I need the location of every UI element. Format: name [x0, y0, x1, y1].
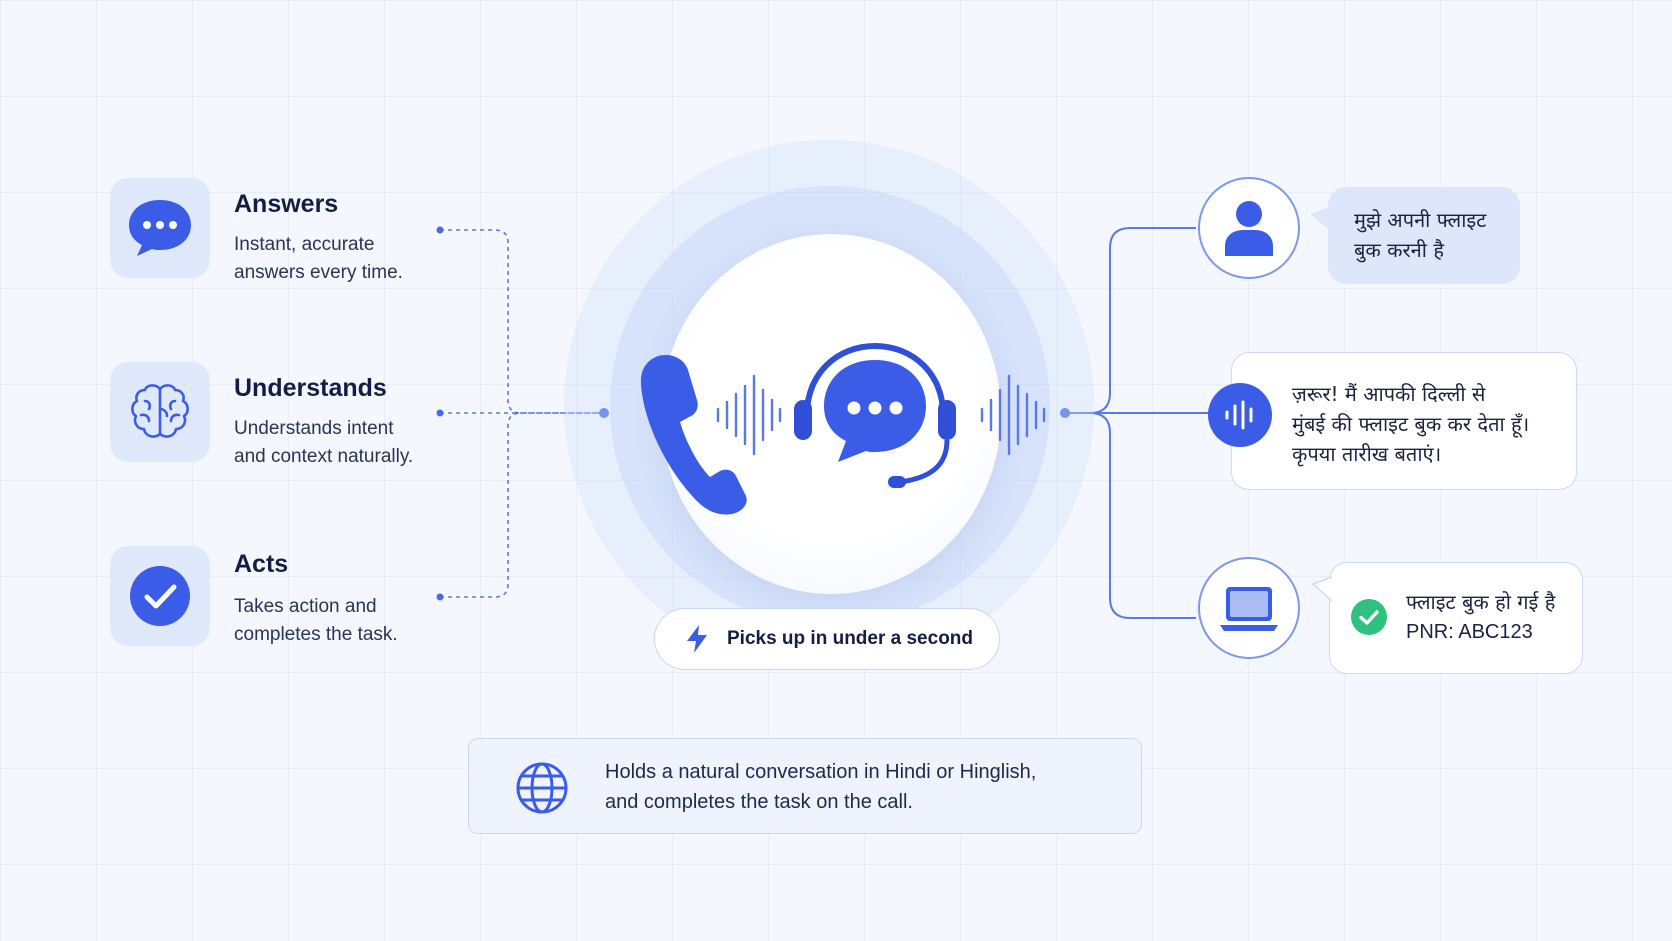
answers-tile: [110, 178, 210, 278]
pickup-badge: Picks up in under a second: [654, 608, 1000, 670]
feature-title-acts: Acts: [234, 550, 289, 578]
brain-icon: [131, 384, 189, 438]
summary-text: Holds a natural conversation in Hindi or…: [605, 761, 1037, 813]
result-message-bubble: फ्लाइट बुक हो गई है PNR: ABC123: [1329, 562, 1583, 674]
acts-tile: [110, 546, 210, 646]
globe-icon: [516, 762, 568, 814]
pickup-text: Picks up in under a second: [727, 628, 974, 649]
chat-bubble-icon: [129, 200, 191, 256]
understands-tile: [110, 362, 210, 462]
laptop-icon: [1220, 587, 1278, 631]
bubble-tail-user: [1310, 206, 1332, 232]
checkmark-icon: [130, 566, 190, 626]
bubble-tail-result: [1312, 576, 1332, 602]
feature-title-answers: Answers: [234, 190, 339, 218]
success-check-icon: [1351, 599, 1387, 635]
summary-card: Holds a natural conversation in Hindi or…: [468, 738, 1142, 834]
phone-icon: [640, 354, 747, 515]
sound-wave-left: [716, 374, 782, 456]
voice-wave-icon: [1225, 400, 1253, 430]
headset-chat-icon: [794, 342, 956, 488]
user-avatar: [1198, 177, 1300, 279]
feature-title-understands: Understands: [234, 374, 387, 402]
agent-voice-badge: [1208, 383, 1272, 447]
lightning-icon: [687, 625, 707, 653]
device-avatar: [1198, 557, 1300, 659]
user-icon: [1225, 201, 1273, 256]
agent-message-bubble: ज़रूर! मैं आपकी दिल्ली से मुंबई की फ्लाइ…: [1231, 352, 1577, 490]
sound-wave-right: [980, 374, 1046, 456]
